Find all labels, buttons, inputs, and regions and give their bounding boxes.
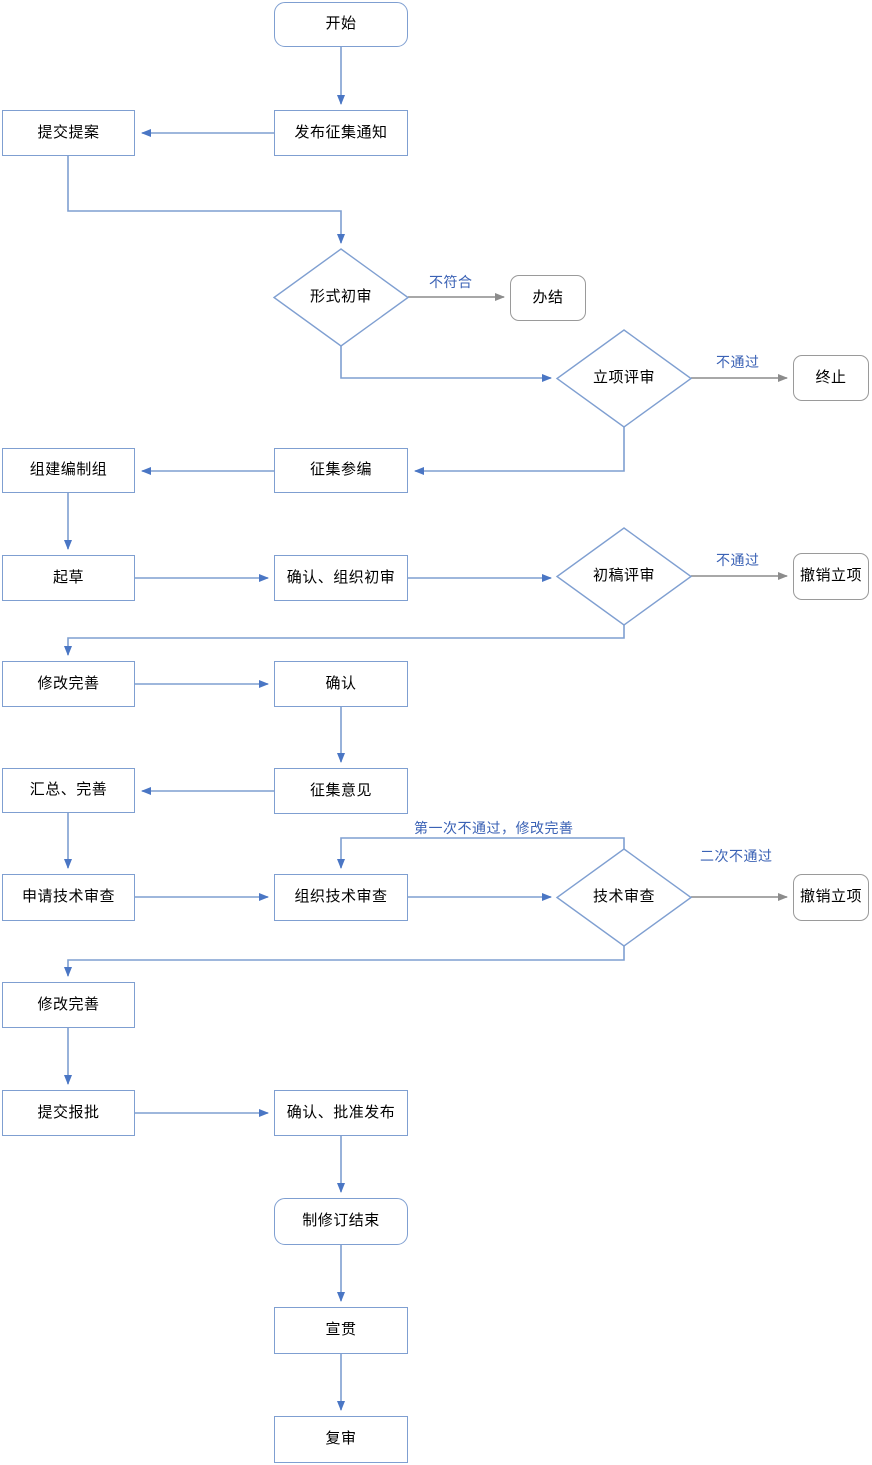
node-collect-drafters[interactable]: 征集参编 [274,448,408,493]
node-project-review-label: 立项评审 [592,370,655,387]
node-re-review[interactable]: 复审 [274,1416,408,1463]
node-revise-improve-2[interactable]: 修改完善 [2,982,135,1028]
edge-label-not-conforming: 不符合 [429,276,473,291]
node-form-review[interactable]: 形式初审 [274,249,408,346]
node-handled[interactable]: 办结 [510,275,586,321]
node-apply-tech-review[interactable]: 申请技术审查 [2,874,135,921]
node-form-team[interactable]: 组建编制组 [2,448,135,493]
node-revise-improve-1[interactable]: 修改完善 [2,661,135,707]
node-cancel-project-2[interactable]: 撤销立项 [793,874,869,921]
node-terminate[interactable]: 终止 [793,355,869,401]
node-promotion[interactable]: 宣贯 [274,1307,408,1354]
node-form-review-label: 形式初审 [309,289,372,306]
node-confirm-1[interactable]: 确认 [274,661,408,707]
node-tech-review[interactable]: 技术审查 [557,849,691,946]
edge-label-second-fail: 二次不通过 [700,850,773,865]
node-draft-review-label: 初稿评审 [592,568,655,585]
edge-label-first-fail-revise: 第一次不通过，修改完善 [414,822,574,837]
edge-draft-review-to-revise1 [64,625,625,656]
node-confirm-organize-review[interactable]: 确认、组织初审 [274,555,408,601]
node-publish-notice[interactable]: 发布征集通知 [274,110,408,156]
node-start[interactable]: 开始 [274,2,408,47]
node-draft-review[interactable]: 初稿评审 [557,528,691,625]
edge-submit-to-form-review [67,156,345,244]
node-confirm-approve-publish[interactable]: 确认、批准发布 [274,1090,408,1136]
edge-label-not-passed-draft: 不通过 [716,554,760,569]
edge-form-review-to-project-review [340,346,552,382]
node-organize-tech-review[interactable]: 组织技术审查 [274,874,408,921]
node-drafting[interactable]: 起草 [2,555,135,601]
node-submit-approval[interactable]: 提交报批 [2,1090,135,1136]
node-cancel-project-1[interactable]: 撤销立项 [793,553,869,600]
node-revision-end[interactable]: 制修订结束 [274,1198,408,1245]
edge-tech-review-to-revise2 [64,946,625,977]
edge-project-review-to-collect [414,427,625,475]
node-project-review[interactable]: 立项评审 [557,330,691,427]
node-tech-review-label: 技术审查 [592,889,655,906]
node-submit-proposal[interactable]: 提交提案 [2,110,135,156]
node-summarize-improve[interactable]: 汇总、完善 [2,768,135,813]
node-collect-opinions[interactable]: 征集意见 [274,768,408,814]
edge-label-not-passed-project: 不通过 [716,356,760,371]
